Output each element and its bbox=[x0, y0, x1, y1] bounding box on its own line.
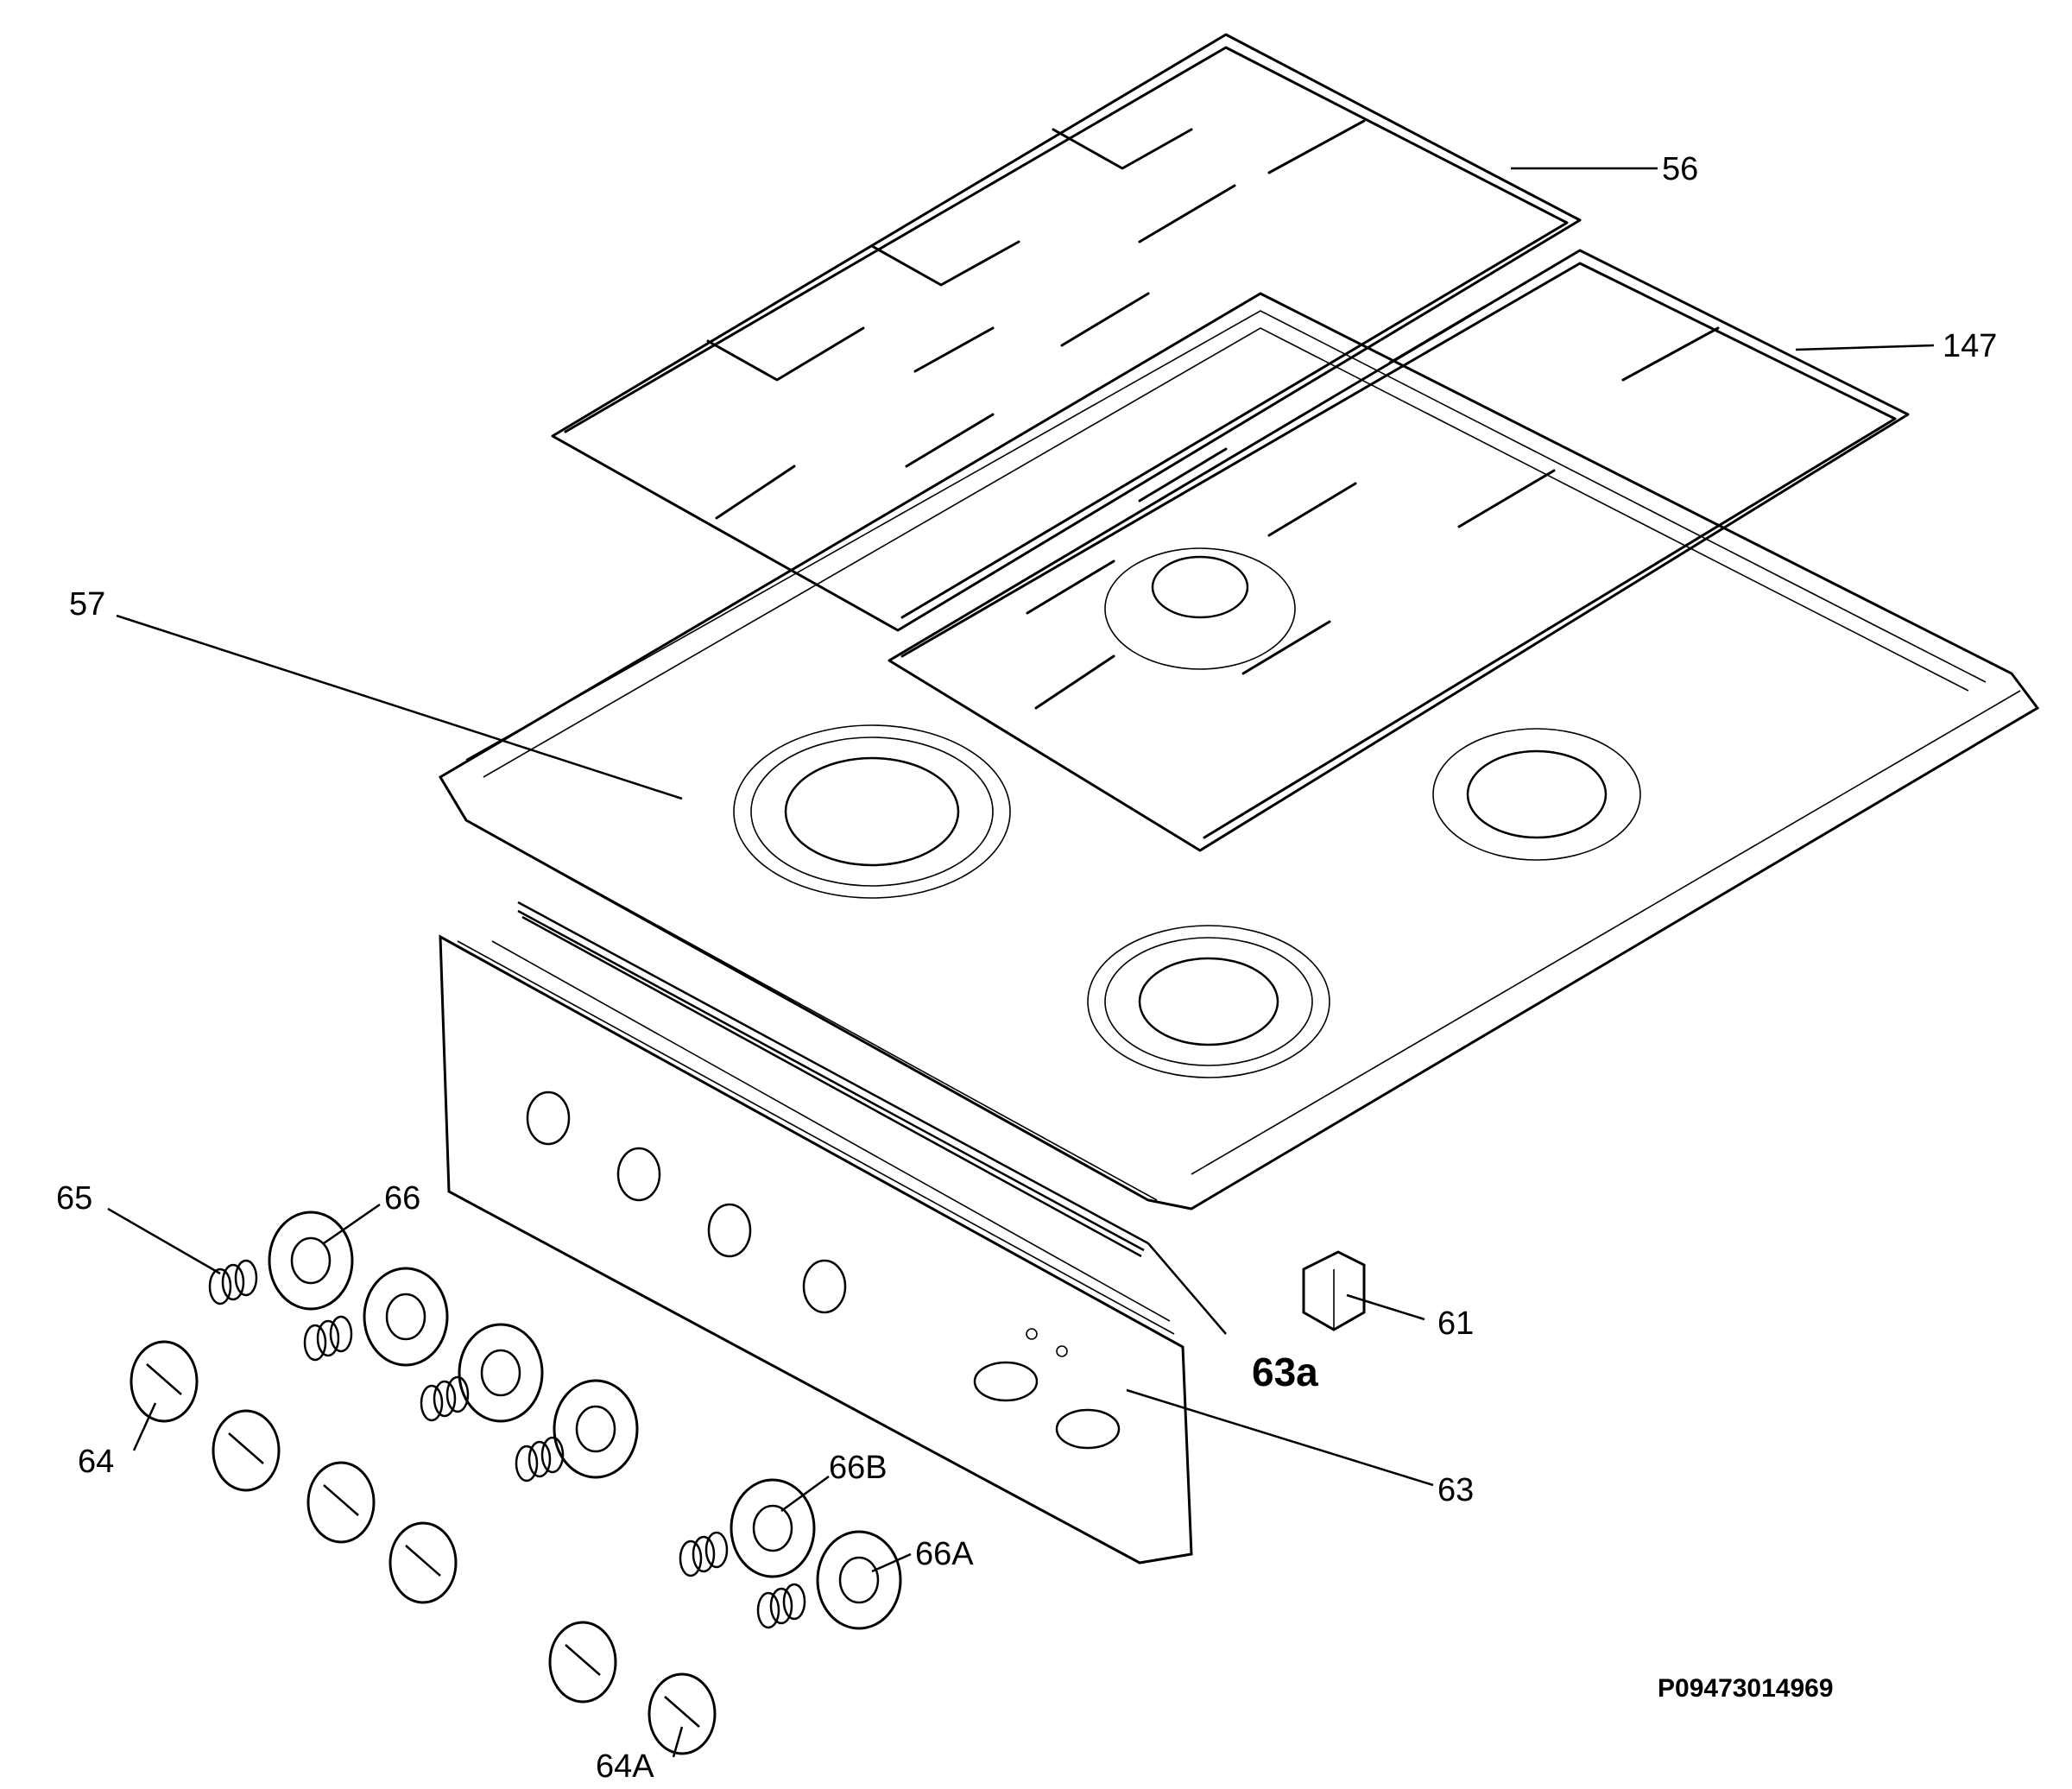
knob-64a-1 bbox=[548, 1621, 617, 1704]
spring-5 bbox=[679, 1531, 729, 1577]
switch-plate-1 bbox=[973, 1361, 1039, 1402]
hob-top-panel bbox=[438, 292, 2040, 1211]
label-66: 66 bbox=[384, 1180, 420, 1217]
control-panel bbox=[439, 934, 1193, 1565]
bezel-3 bbox=[458, 1323, 544, 1423]
bezel-66b bbox=[730, 1478, 816, 1578]
bezel-66a bbox=[816, 1530, 902, 1630]
seal-strip bbox=[517, 901, 1149, 1258]
knobs bbox=[130, 1340, 717, 1755]
leader-lines bbox=[107, 167, 1935, 1758]
pan-support-left bbox=[551, 33, 1582, 632]
burner-hole-rear-right bbox=[1432, 728, 1641, 861]
spring-6 bbox=[756, 1583, 806, 1629]
label-57: 57 bbox=[69, 586, 105, 623]
burner-hole-center bbox=[1104, 547, 1296, 670]
burner-hole-front-left bbox=[733, 724, 1011, 899]
spring-2 bbox=[303, 1315, 353, 1362]
knob-1 bbox=[130, 1340, 199, 1423]
drawing-code: P09473014969 bbox=[1658, 1674, 1834, 1703]
spring-3 bbox=[420, 1375, 470, 1422]
springs bbox=[208, 1259, 806, 1629]
bezel-4 bbox=[553, 1379, 639, 1479]
spring-1 bbox=[208, 1259, 258, 1305]
label-63: 63 bbox=[1437, 1472, 1474, 1508]
knob-4 bbox=[388, 1521, 458, 1604]
label-147: 147 bbox=[1942, 328, 1997, 364]
knob-bezels bbox=[268, 1211, 902, 1630]
bezel-1 bbox=[268, 1211, 354, 1311]
label-56: 56 bbox=[1662, 151, 1698, 187]
knob-hole-2 bbox=[616, 1147, 661, 1202]
knob-hole-4 bbox=[802, 1259, 847, 1314]
knob-hole-3 bbox=[707, 1203, 752, 1258]
burner-hole-front-center bbox=[1087, 925, 1330, 1078]
knob-hole-1 bbox=[526, 1090, 571, 1146]
clip bbox=[1302, 1250, 1366, 1331]
knob-2 bbox=[212, 1409, 281, 1492]
knob-64a-2 bbox=[648, 1672, 717, 1755]
label-61: 61 bbox=[1437, 1305, 1474, 1342]
label-64a: 64A bbox=[596, 1748, 654, 1785]
knob-3 bbox=[306, 1461, 376, 1544]
label-64: 64 bbox=[78, 1444, 114, 1480]
label-63a: 63a bbox=[1252, 1350, 1318, 1394]
label-66a: 66A bbox=[915, 1536, 974, 1572]
pan-support-right bbox=[888, 249, 1910, 852]
spring-4 bbox=[515, 1436, 565, 1482]
label-65: 65 bbox=[56, 1180, 92, 1217]
bezel-2 bbox=[363, 1267, 449, 1367]
label-66b: 66B bbox=[829, 1450, 888, 1486]
switch-plate-2 bbox=[1055, 1408, 1121, 1450]
